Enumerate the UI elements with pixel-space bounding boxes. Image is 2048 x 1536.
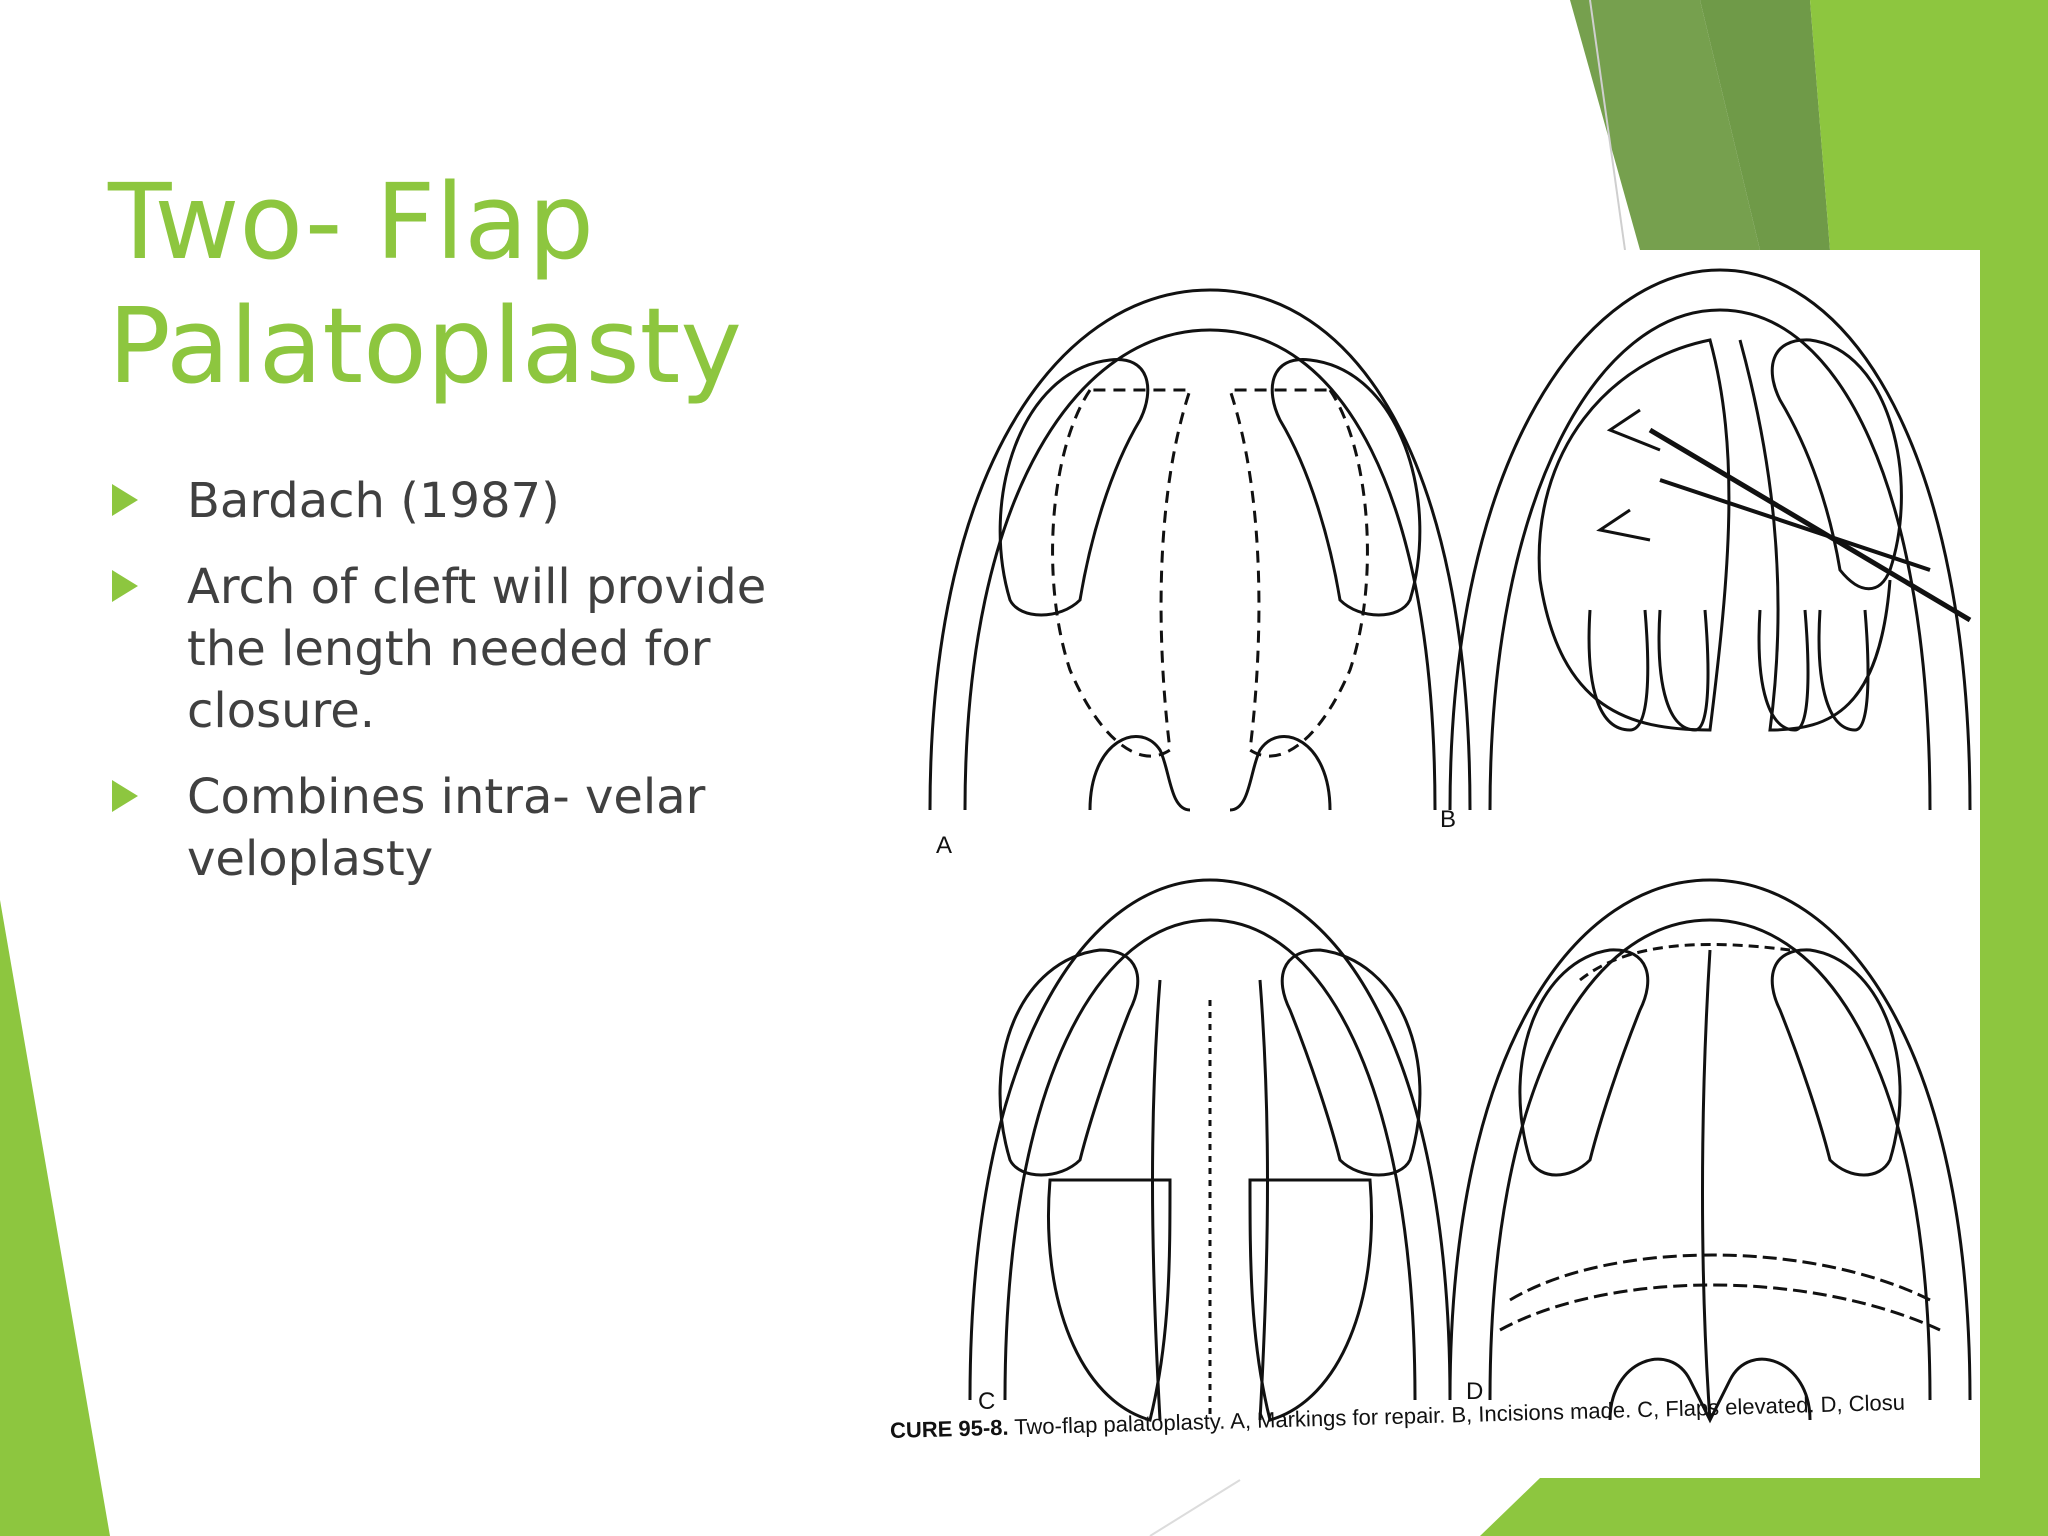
bullet-list: Bardach (1987) Arch of cleft will provid… xyxy=(112,470,812,914)
panel-label-d: D xyxy=(1466,1378,1484,1405)
bullet-text: Bardach (1987) xyxy=(187,473,560,529)
panel-label-c: C xyxy=(978,1388,996,1415)
bullet-item: Arch of cleft will provide the length ne… xyxy=(112,556,812,742)
panel-a-drawing xyxy=(928,288,1472,812)
panel-d-drawing xyxy=(1448,878,1972,1424)
triangle-bullet-icon xyxy=(112,570,138,602)
triangle-bullet-icon xyxy=(112,780,138,812)
slide-title-line-2: Palatoplasty xyxy=(108,285,742,407)
bullet-text: Combines intra- velar veloplasty xyxy=(187,769,706,887)
panel-label-b: B xyxy=(1440,806,1457,833)
palatoplasty-diagram xyxy=(928,268,1972,1424)
bullet-item: Combines intra- velar veloplasty xyxy=(112,766,812,890)
slide-title-line-1: Two- Flap xyxy=(108,161,594,283)
surgical-illustration-figure: A B C D CURE 95-8. Two-flap palatoplasty… xyxy=(890,250,1978,1478)
panel-label-a: A xyxy=(936,832,953,859)
panel-b-drawing xyxy=(1448,268,1972,811)
panel-c-drawing xyxy=(968,878,1452,1422)
bullet-item: Bardach (1987) xyxy=(112,470,812,532)
figure-caption-prefix: CURE 95-8. xyxy=(889,1414,1009,1443)
bullet-text: Arch of cleft will provide the length ne… xyxy=(187,559,767,739)
triangle-bullet-icon xyxy=(112,484,138,516)
slide-title: Two- Flap Palatoplasty xyxy=(108,160,868,408)
